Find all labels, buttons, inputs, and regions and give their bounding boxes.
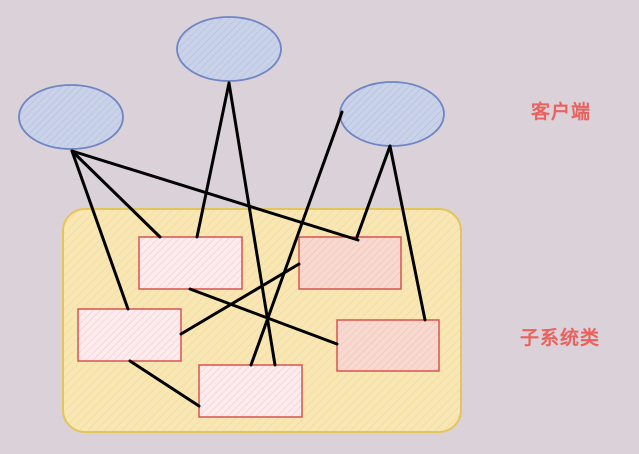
subsystem-box-top-left [138,236,243,290]
edge-mid-left-box-to-bottom-box [128,359,201,408]
client-ellipse-left [18,84,124,150]
subsystem-box-mid-left [77,308,182,362]
subsystem-box-top-right [298,236,402,290]
subsystem-box-mid-right [336,319,440,372]
edge-top-right-box-to-mid-left-box [179,262,301,336]
client-ellipse-right [339,81,445,147]
clients-label: 客户端 [531,101,592,123]
client-ellipse-top [176,16,282,82]
subsystem-box-bottom [198,364,303,418]
subsystems-label: 子系统类 [520,327,601,349]
edge-left-client-to-top-left-box [70,149,162,239]
edge-left-client-to-top-right-box [70,149,360,242]
edge-right-client-to-top-right-box [355,144,392,239]
edge-top-left-box-to-mid-right-box [188,287,339,346]
edge-left-client-to-mid-left-box [70,149,130,311]
edge-top-client-to-top-left-box [195,81,231,239]
edge-right-client-to-bottom-box [249,110,344,367]
edge-right-client-to-mid-right-box [388,144,427,322]
